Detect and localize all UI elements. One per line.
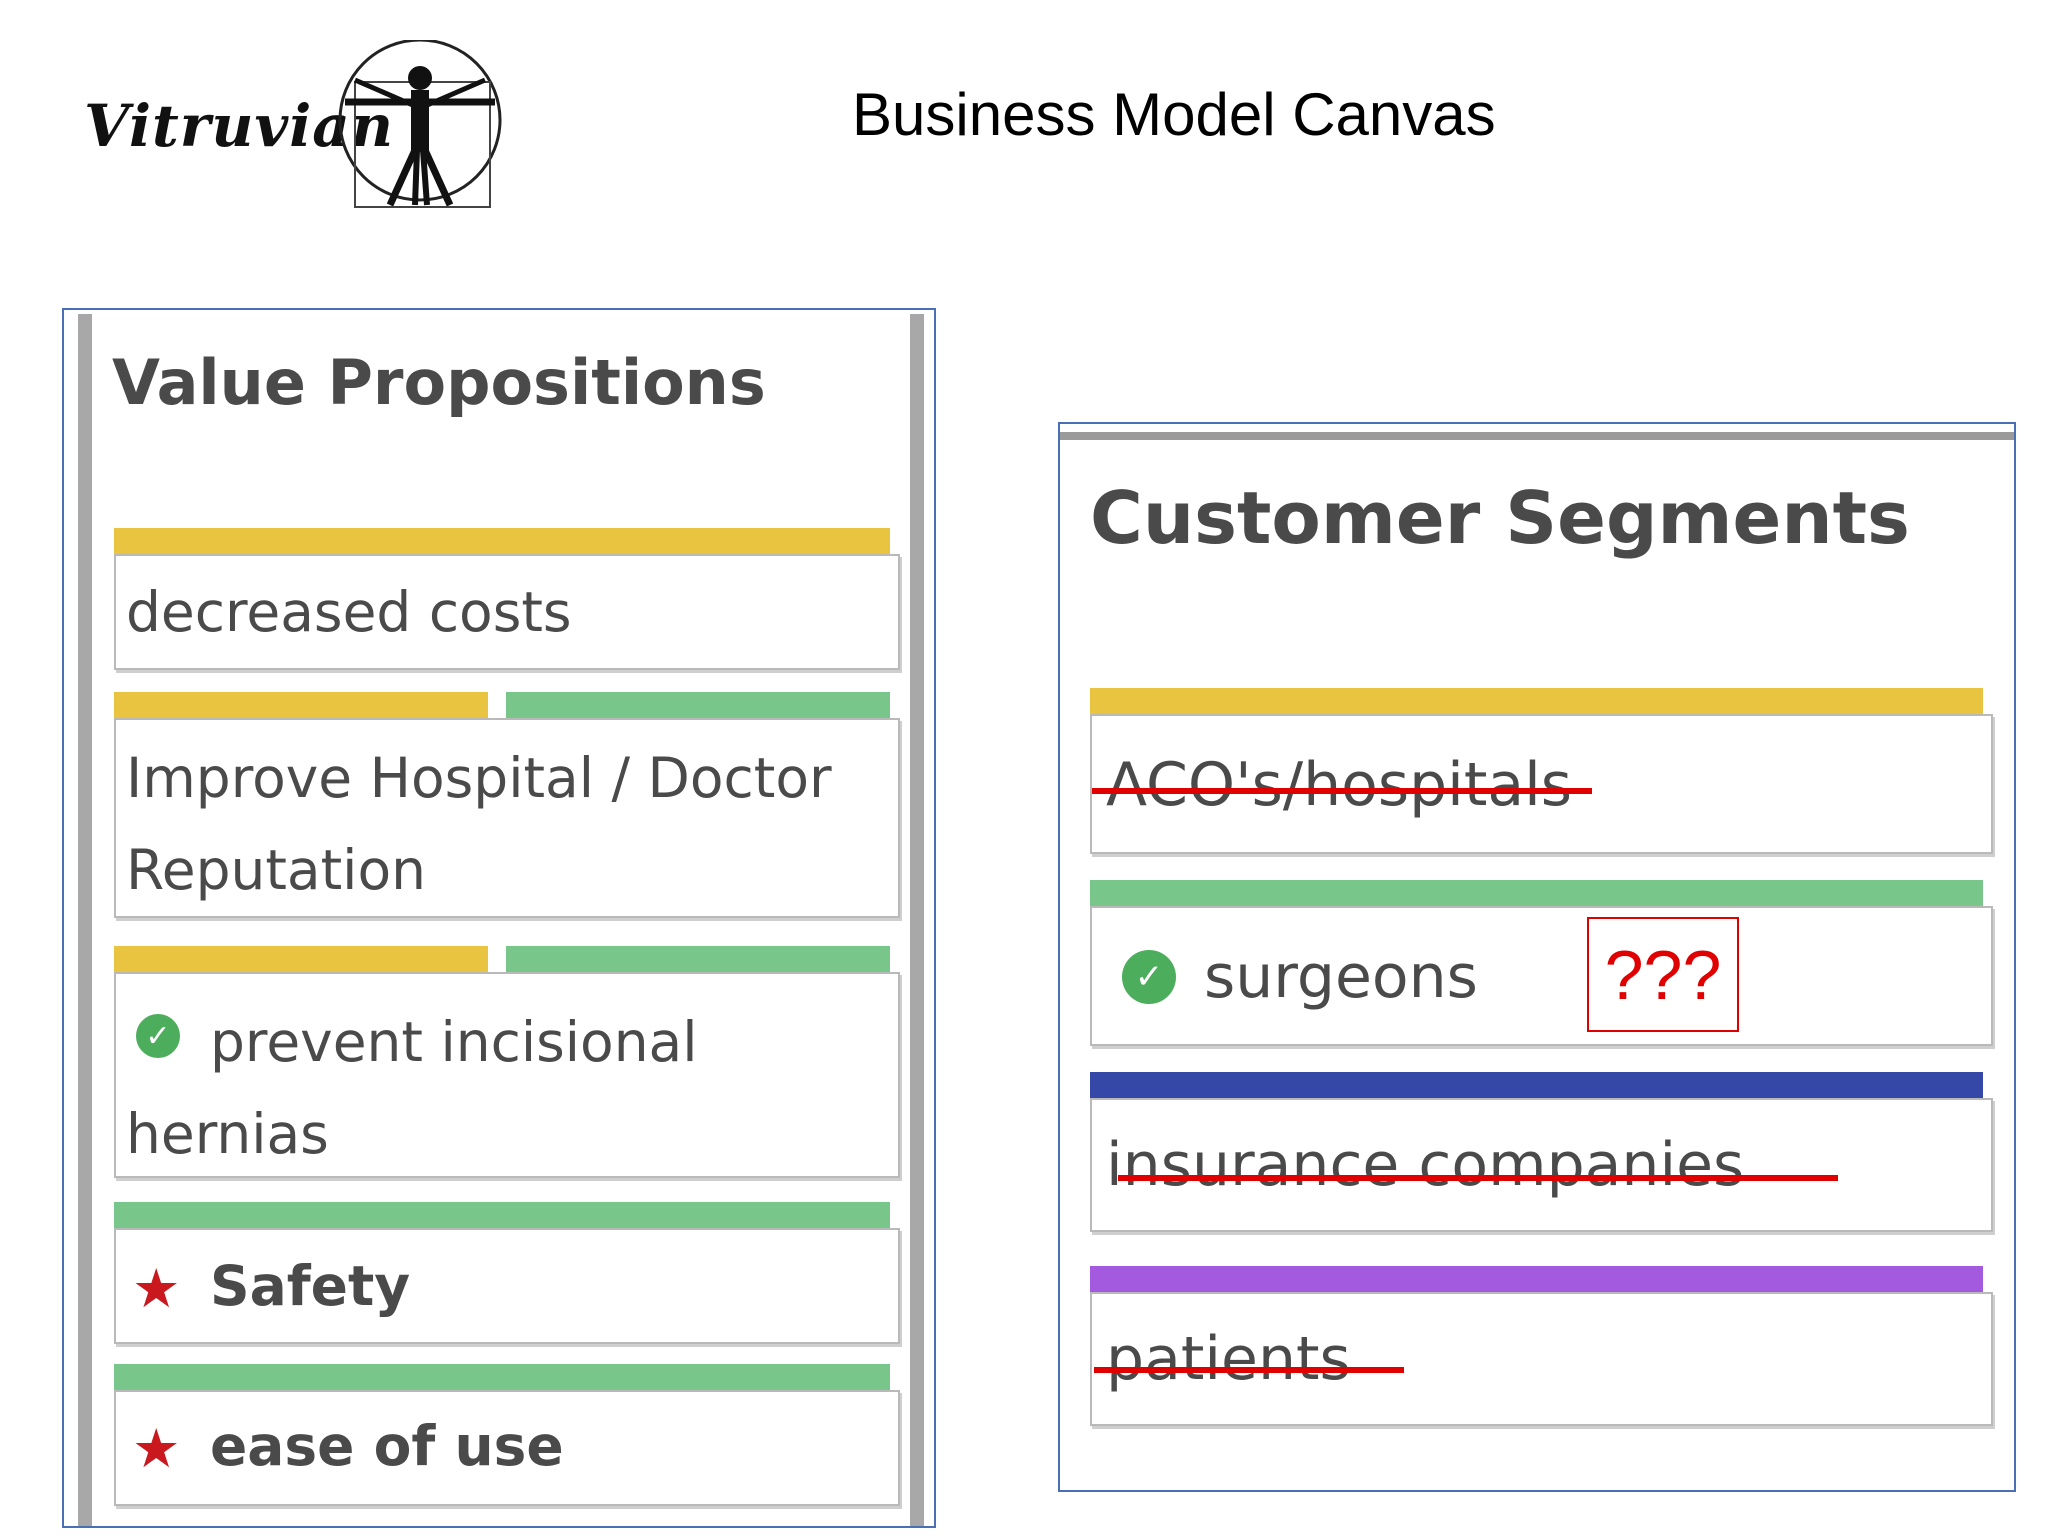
- tag-bar-yellow: [114, 528, 890, 554]
- tag-bar-yellow: [114, 946, 488, 972]
- vp-card-label: ease of use: [210, 1414, 564, 1478]
- panel-top-rule: [1060, 432, 2014, 440]
- cs-card-surgeons[interactable]: ✓ surgeons: [1090, 906, 1993, 1046]
- tag-bar-yellow: [1090, 688, 1983, 714]
- vp-card-reputation[interactable]: Improve Hospital / Doctor Reputation: [114, 718, 900, 918]
- cs-card-patients[interactable]: patients: [1090, 1292, 1993, 1426]
- strikethrough-insurance: [1118, 1175, 1838, 1181]
- value-propositions-title: Value Propositions: [112, 346, 766, 419]
- check-icon: ✓: [136, 1014, 180, 1058]
- vp-card-label: prevent incisional hernias: [126, 1010, 698, 1166]
- cs-card-insurance[interactable]: insurance companies: [1090, 1098, 1993, 1232]
- cs-card-hospitals[interactable]: ACO's/hospitals: [1090, 714, 1993, 854]
- vp-card-ease-of-use[interactable]: ★ ease of use: [114, 1390, 900, 1506]
- check-icon: ✓: [1122, 950, 1176, 1004]
- tag-bar-green: [114, 1202, 890, 1228]
- tag-bar-green: [1090, 880, 1983, 906]
- vp-card-label: Improve Hospital / Doctor Reputation: [126, 746, 832, 902]
- vitruvian-logo: Vitruvian: [80, 40, 510, 210]
- vp-card-decreased-costs[interactable]: decreased costs: [114, 554, 900, 670]
- star-icon: ★: [132, 1257, 181, 1320]
- vp-card-hernias[interactable]: ✓ prevent incisional hernias: [114, 972, 900, 1178]
- question-annotation: ???: [1587, 917, 1739, 1032]
- cs-card-label: surgeons: [1204, 942, 1478, 1012]
- customer-segments-title: Customer Segments: [1090, 476, 1910, 560]
- star-icon: ★: [132, 1417, 181, 1480]
- vitruvian-man-icon: [338, 40, 502, 208]
- cs-card-label: patients: [1106, 1324, 1351, 1394]
- panel-rail-right: [910, 314, 924, 1526]
- value-propositions-panel: Value Propositions decreased costs Impro…: [62, 308, 936, 1528]
- tag-bar-green: [506, 692, 890, 718]
- cs-card-label: insurance companies: [1106, 1130, 1745, 1200]
- customer-segments-panel: Customer Segments ACO's/hospitals ✓ surg…: [1058, 422, 2016, 1492]
- tag-bar-blue: [1090, 1072, 1983, 1098]
- strikethrough-hospitals: [1092, 788, 1592, 794]
- panel-rail-left: [78, 314, 92, 1526]
- strikethrough-patients: [1094, 1367, 1404, 1373]
- vp-card-label: decreased costs: [126, 580, 572, 644]
- vp-card-safety[interactable]: ★ Safety: [114, 1228, 900, 1344]
- vp-card-label: Safety: [210, 1254, 411, 1318]
- tag-bar-purple: [1090, 1266, 1983, 1292]
- tag-bar-yellow: [114, 692, 488, 718]
- tag-bar-green: [506, 946, 890, 972]
- tag-bar-green: [114, 1364, 890, 1390]
- page-title: Business Model Canvas: [852, 81, 1496, 148]
- cs-card-label: ACO's/hospitals: [1106, 750, 1573, 820]
